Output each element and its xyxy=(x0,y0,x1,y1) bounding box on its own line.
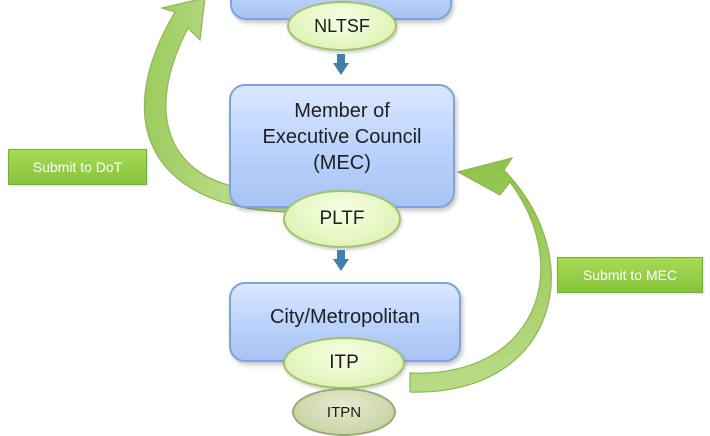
nltsf-oval: NLTSF xyxy=(287,1,397,51)
mec-box-line-1: Member of xyxy=(294,100,390,122)
submit-to-dot-curved-arrow xyxy=(143,0,296,213)
submit-to-mec-curved-arrow xyxy=(409,157,552,393)
connector-arrow-nltsf-to-mec xyxy=(333,54,349,75)
mec-box-line-2: Executive Council xyxy=(262,126,422,148)
submit-to-mec-label: Submit to MEC xyxy=(582,267,678,283)
mec-box-line-3: (MEC) xyxy=(313,152,371,174)
itp-label: ITP xyxy=(329,352,359,373)
connector-arrow-pltf-to-city xyxy=(333,250,349,271)
submit-to-mec-tag: Submit to MEC xyxy=(557,257,703,293)
nltsf-label: NLTSF xyxy=(314,15,370,36)
itp-oval: ITP xyxy=(283,337,405,389)
submit-to-dot-tag: Submit to DoT xyxy=(8,149,147,185)
pltf-oval: PLTF xyxy=(283,190,401,248)
submit-to-dot-label: Submit to DoT xyxy=(32,159,123,175)
pltf-label: PLTF xyxy=(319,208,365,229)
city-box-label: City/Metropolitan xyxy=(269,306,421,328)
mec-box: Member of Executive Council (MEC) xyxy=(229,84,455,208)
itpn-label: ITPN xyxy=(326,403,362,421)
